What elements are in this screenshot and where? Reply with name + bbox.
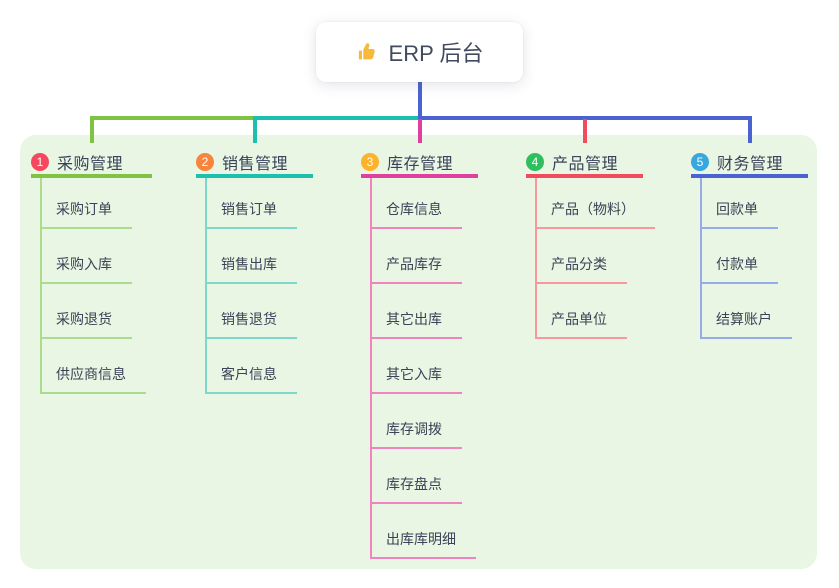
- thumbs-up-icon: [356, 41, 379, 64]
- mindmap-item[interactable]: 库存盘点: [372, 449, 462, 504]
- branch-header[interactable]: 4 产品管理: [526, 150, 643, 178]
- mindmap-item[interactable]: 销售出库: [207, 229, 297, 284]
- branch-items: 回款单付款单结算账户: [700, 178, 792, 339]
- mindmap-branch: 1 采购管理 采购订单采购入库采购退货供应商信息: [31, 150, 152, 394]
- branch-header[interactable]: 5 财务管理: [691, 150, 808, 178]
- mindmap-item[interactable]: 客户信息: [207, 339, 297, 394]
- mindmap-item[interactable]: 出库库明细: [372, 504, 476, 559]
- branch-items: 销售订单销售出库销售退货客户信息: [205, 178, 297, 394]
- mindmap-branch: 2 销售管理 销售订单销售出库销售退货客户信息: [196, 150, 313, 394]
- branch-items: 产品（物料）产品分类产品单位: [535, 178, 655, 339]
- mindmap-item[interactable]: 采购退货: [42, 284, 132, 339]
- branch-header[interactable]: 3 库存管理: [361, 150, 478, 178]
- mindmap-item[interactable]: 库存调拨: [372, 394, 462, 449]
- mindmap-branch: 3 库存管理 仓库信息产品库存其它出库其它入库库存调拨库存盘点出库库明细: [361, 150, 478, 559]
- branch-number-badge: 5: [691, 153, 709, 171]
- connector-segment: [252, 116, 420, 120]
- branch-number-badge: 3: [361, 153, 379, 171]
- mindmap-item[interactable]: 供应商信息: [42, 339, 146, 394]
- mindmap-branch: 5 财务管理 回款单付款单结算账户: [691, 150, 808, 339]
- branch-drop-line: [417, 119, 422, 143]
- mindmap-item[interactable]: 回款单: [702, 178, 778, 229]
- mindmap-item[interactable]: 付款单: [702, 229, 778, 284]
- mindmap-item[interactable]: 采购入库: [42, 229, 132, 284]
- branch-drop-line: [747, 119, 752, 143]
- root-trunk-line: [417, 82, 422, 120]
- root-node[interactable]: ERP 后台: [316, 22, 523, 82]
- mindmap-item[interactable]: 采购订单: [42, 178, 132, 229]
- branch-label: 库存管理: [387, 156, 454, 173]
- mindmap-item[interactable]: 产品库存: [372, 229, 462, 284]
- mindmap-canvas: [20, 135, 817, 569]
- branch-number-badge: 2: [196, 153, 214, 171]
- branch-label: 销售管理: [222, 156, 289, 173]
- branch-label: 产品管理: [552, 156, 619, 173]
- branch-items: 采购订单采购入库采购退货供应商信息: [40, 178, 146, 394]
- connector-segment: [417, 116, 752, 120]
- branch-items: 仓库信息产品库存其它出库其它入库库存调拨库存盘点出库库明细: [370, 178, 476, 559]
- mindmap-item[interactable]: 其它入库: [372, 339, 462, 394]
- mindmap-item[interactable]: 仓库信息: [372, 178, 462, 229]
- branch-header[interactable]: 2 销售管理: [196, 150, 313, 178]
- connector-segment: [89, 116, 255, 120]
- mindmap-branch: 4 产品管理 产品（物料）产品分类产品单位: [526, 150, 655, 339]
- branch-drop-line: [252, 119, 257, 143]
- mindmap-item[interactable]: 销售订单: [207, 178, 297, 229]
- branch-number-badge: 4: [526, 153, 544, 171]
- branch-label: 采购管理: [57, 156, 124, 173]
- branch-drop-line: [89, 119, 94, 143]
- root-node-label: ERP 后台: [388, 41, 484, 66]
- mindmap-item[interactable]: 销售退货: [207, 284, 297, 339]
- branch-label: 财务管理: [717, 156, 784, 173]
- mindmap-item[interactable]: 产品单位: [537, 284, 627, 339]
- mindmap-item[interactable]: 其它出库: [372, 284, 462, 339]
- branch-header[interactable]: 1 采购管理: [31, 150, 152, 178]
- branch-drop-line: [582, 119, 587, 143]
- mindmap-item[interactable]: 产品分类: [537, 229, 627, 284]
- branch-number-badge: 1: [31, 153, 49, 171]
- mindmap-item[interactable]: 产品（物料）: [537, 178, 655, 229]
- mindmap-item[interactable]: 结算账户: [702, 284, 792, 339]
